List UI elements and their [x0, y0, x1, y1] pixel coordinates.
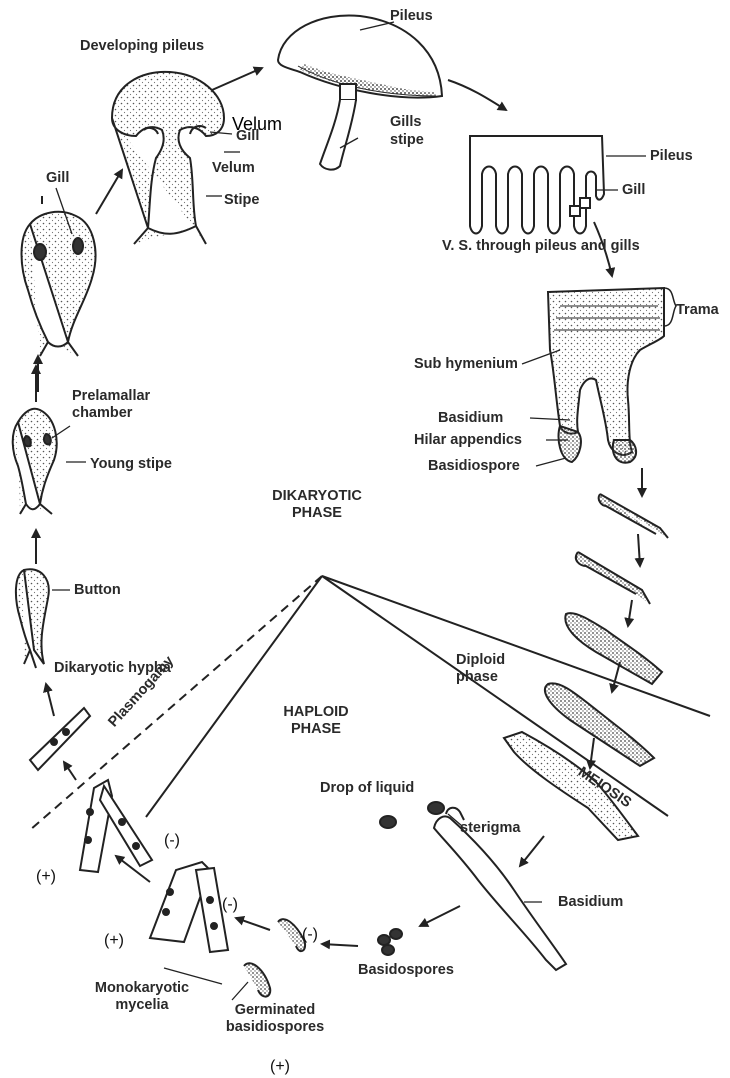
label-gills-mature: Gills	[390, 114, 421, 131]
gill-stage-drawing	[22, 212, 96, 356]
label-diploid-phase: Diploid phase	[456, 652, 546, 686]
plasmogamy-solid-line	[146, 576, 322, 817]
mating-type-plus: (+)	[270, 1058, 290, 1076]
label-vs-caption: V. S. through pileus and gills	[442, 238, 642, 255]
hymenium-section-drawing	[548, 288, 676, 463]
label-germinated-basidiospores: Germinated basidiospores	[210, 1002, 340, 1036]
label-pileus-vs: Pileus	[650, 148, 693, 165]
label-drop-of-liquid: Drop of liquid	[320, 780, 414, 797]
mating-type-plus: (+)	[104, 932, 124, 950]
label-velum-developing: Velum	[212, 160, 255, 177]
label-dikaryotic-phase: DIKARYOTIC PHASE	[262, 488, 372, 522]
label-pileus-top: Pileus	[390, 8, 433, 25]
mating-type-minus: (-)	[302, 926, 318, 944]
label-sterigma: sterigma	[460, 820, 520, 837]
label-monokaryotic-mycelia: Monokaryotic mycelia	[92, 980, 192, 1014]
label-basidium-top: Basidium	[438, 410, 503, 427]
mating-type-plus: (+)	[36, 868, 56, 886]
label-haploid-phase: HAPLOID PHASE	[276, 704, 356, 738]
dikaryotic-hypha-drawing	[30, 708, 90, 770]
developing-pileus-drawing	[112, 72, 224, 244]
label-gill-developing: Gill	[236, 128, 259, 145]
monokaryotic-mycelia-drawing	[150, 862, 228, 952]
plasmogamy-hyphae-drawing	[80, 780, 152, 872]
mating-type-minus: (-)	[222, 896, 238, 914]
label-basidiospore: Basidiospore	[428, 458, 520, 475]
label-stipe-mature: stipe	[390, 132, 424, 149]
young-stipe-drawing	[13, 409, 57, 514]
label-stipe-developing: Stipe	[224, 192, 259, 209]
label-developing-pileus: Developing pileus	[80, 38, 204, 55]
mating-type-minus: (-)	[164, 832, 180, 850]
label-sub-hymenium: Sub hymenium	[414, 356, 518, 373]
label-gill-vs: Gill	[622, 182, 645, 199]
label-button: Button	[74, 582, 121, 599]
label-basidospores: Basidospores	[358, 962, 454, 979]
label-basidium-bottom: Basidium	[558, 894, 623, 911]
label-gill-early: Gill	[46, 170, 69, 187]
germinated-basidiospores-drawing	[244, 919, 305, 996]
label-young-stipe: Young stipe	[90, 456, 172, 473]
label-trama: Trama	[676, 302, 719, 319]
label-hilar-appendics: Hilar appendics	[414, 432, 522, 449]
button-stage-drawing	[16, 569, 49, 668]
plasmogamy-dashed-line	[30, 576, 322, 830]
vs-pileus-gills-drawing	[470, 136, 604, 234]
label-prelamallar-chamber: Prelamallar chamber	[72, 388, 192, 422]
diploid-line	[322, 576, 710, 716]
